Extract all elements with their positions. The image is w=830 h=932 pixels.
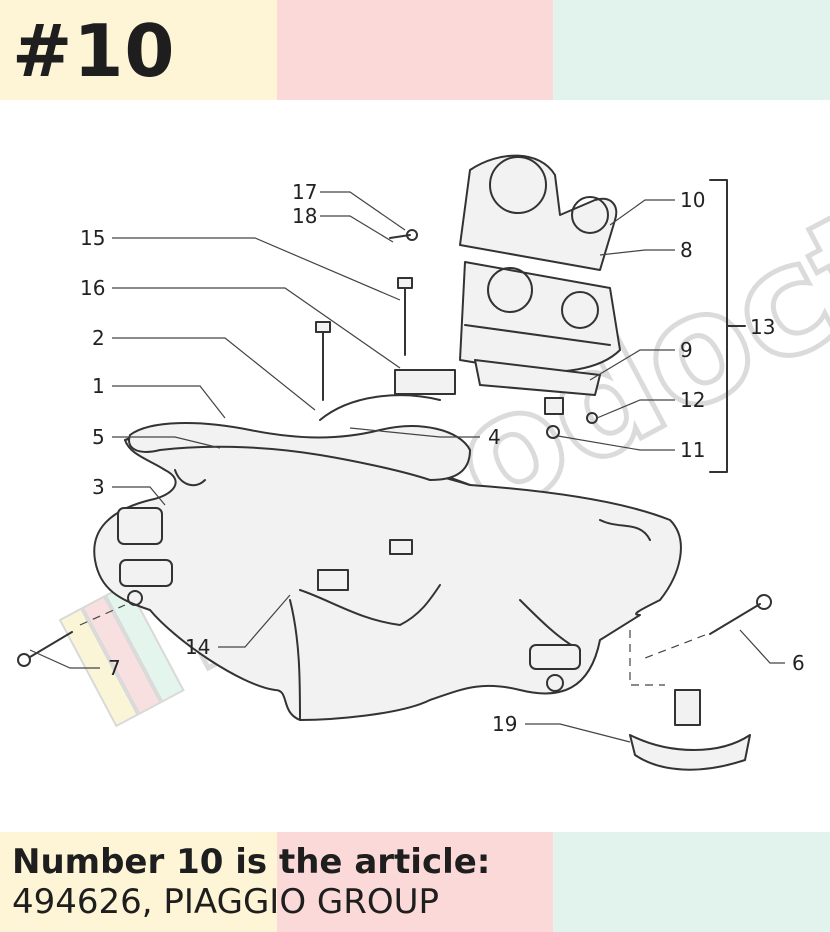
page-number: #10: [12, 9, 176, 93]
callout-6: 6: [792, 651, 805, 675]
callout-8: 8: [680, 238, 693, 262]
header-band-mint: [553, 0, 830, 100]
exploded-parts-diagram: motodoctor: [17, 100, 830, 771]
instrument-cluster: [459, 154, 621, 439]
callouts: 17 18 15 16 2 1 5 3 4 10 8 13 9 12 11 14…: [80, 180, 805, 736]
footer-band-mint: [553, 832, 830, 932]
screws: [17, 229, 772, 667]
callout-14: 14: [185, 635, 210, 659]
callout-3: 3: [92, 475, 105, 499]
callout-18: 18: [292, 204, 317, 228]
callout-19: 19: [492, 712, 517, 736]
callout-15: 15: [80, 226, 105, 250]
footer-band-pink: [276, 832, 554, 932]
callout-16: 16: [80, 276, 105, 300]
article-caption-title: Number 10 is the article:: [12, 842, 491, 882]
footer-band: [0, 832, 830, 932]
group-bracket: [709, 179, 746, 473]
callout-13: 13: [750, 315, 775, 339]
callout-9: 9: [680, 338, 693, 362]
article-number-value: 494626, PIAGGIO GROUP: [12, 882, 440, 922]
callout-4: 4: [488, 425, 501, 449]
callout-11: 11: [680, 438, 705, 462]
callout-5: 5: [92, 425, 105, 449]
header-band-yellow: [0, 0, 277, 100]
leader-lines: [29, 191, 785, 743]
key-tag: [629, 689, 751, 771]
callout-10: 10: [680, 188, 705, 212]
header-band-pink: [276, 0, 554, 100]
callout-1: 1: [92, 374, 105, 398]
header-band: [0, 0, 830, 100]
callout-2: 2: [92, 326, 105, 350]
footer-band-yellow: [0, 832, 277, 932]
callout-17: 17: [292, 180, 317, 204]
upper-cover: [128, 394, 471, 481]
callout-7: 7: [108, 656, 121, 680]
callout-12: 12: [680, 388, 705, 412]
